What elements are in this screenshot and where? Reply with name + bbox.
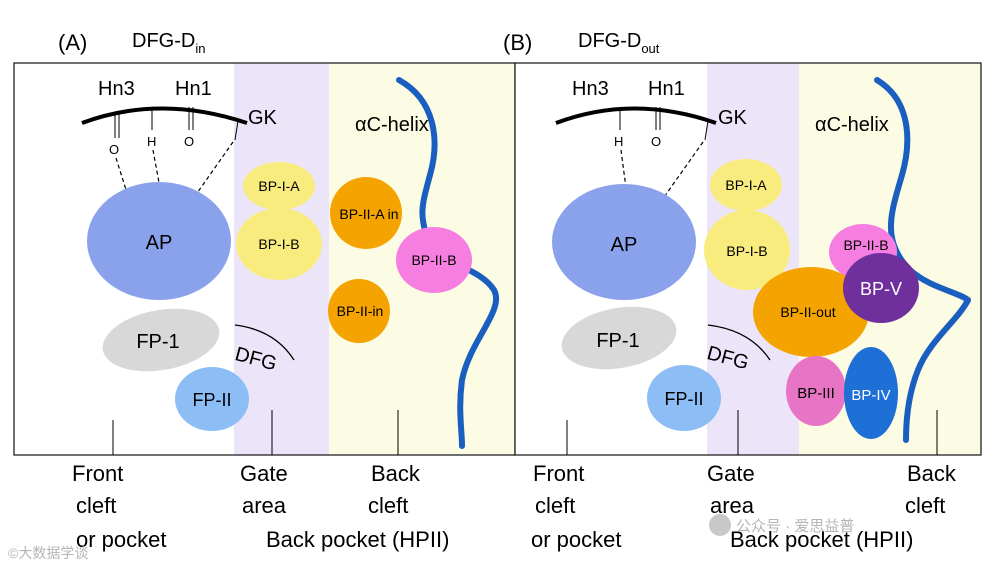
panel-b-hbond-1 — [620, 149, 627, 189]
panel-a-region-back-1: Back — [371, 461, 421, 486]
panel-b-pocket-bp-ii-out — [753, 267, 869, 357]
panel-a-label-bp-ii-in: BP-II-in — [337, 303, 384, 319]
panel-a-pocket-fp-1 — [102, 308, 220, 372]
panel-b-alpha-c-helix-upper — [874, 77, 971, 303]
panel-b-label-hn3: Hn3 — [572, 78, 609, 100]
panel-b-label-hn1: Hn1 — [648, 78, 685, 100]
panel-a-region-back-pocket: Back pocket (HPII) — [266, 527, 449, 552]
panel-b-dfg-loop — [707, 324, 771, 361]
panel-b-alpha-c-helix-lower — [903, 297, 971, 443]
panel-b-atom-o-right: O — [651, 134, 661, 149]
panel-b-hinge-backbone — [555, 106, 717, 125]
panel-a-region-gate-1: Gate — [240, 461, 288, 486]
panel-a-label-ap: AP — [146, 232, 173, 254]
panel-b-hbond-2 — [661, 141, 704, 201]
panel-b-pocket-fp-1 — [561, 306, 677, 370]
panel-a-region-back-2: cleft — [368, 493, 408, 518]
panel-b-label-bp-i-b: BP-I-B — [726, 243, 767, 259]
panel-a-pocket-bp-i-b — [236, 208, 322, 280]
panel-b-region-front-2: cleft — [535, 493, 575, 518]
panel-b-region-gate-2: area — [710, 493, 755, 518]
panel-a-pocket-ap — [87, 182, 231, 300]
panel-b-region-back-1: Back — [907, 461, 957, 486]
panel-a-label-bp-i-b: BP-I-B — [258, 236, 299, 252]
panel-b-pocket-bp-i-a — [710, 159, 782, 211]
panel-b-pocket-bp-iv — [844, 347, 898, 439]
svg-text:公众号 · 爱思益普: 公众号 · 爱思益普 — [736, 518, 854, 535]
panel-a-region-gate-2: area — [242, 493, 287, 518]
panel-b-region-front-3: or pocket — [531, 527, 622, 552]
panel-b-letter: (B) — [503, 30, 532, 55]
panel-a-letter: (A) — [58, 30, 87, 55]
panel-a-region-front-1: Front — [72, 461, 123, 486]
panel-b-pocket-bp-i-b — [704, 210, 790, 290]
panel-a-label-bp-ii-a-in: BP-II-A in — [339, 206, 398, 222]
panel-b-region-gate-1: Gate — [707, 461, 755, 486]
panel-a-atom-o-left: O — [109, 142, 119, 157]
footer-watermark-right: 公众号 · 爱思益普 — [709, 514, 854, 536]
panel-a-pocket-bp-ii-in — [328, 279, 390, 343]
panel-b: (B) DFG-Dout H O Hn3 Hn1 GK AP BP-I-A BP… — [503, 30, 982, 552]
panel-a-pocket-bp-ii-a-in — [330, 177, 402, 249]
panel-b-pocket-bp-iii — [786, 356, 846, 426]
panel-b-region-front-1: Front — [533, 461, 584, 486]
panel-a-label-gk: GK — [248, 107, 278, 129]
panel-a-atom-o-right: O — [184, 134, 194, 149]
panel-a-hinge-backbone — [81, 106, 248, 125]
panel-b-label-gk: GK — [718, 107, 748, 129]
panel-b-atom-h: H — [614, 134, 623, 149]
panel-a-region-front-2: cleft — [76, 493, 116, 518]
panel-b-label-bp-ii-b: BP-II-B — [843, 237, 888, 253]
panel-b-label-ap: AP — [611, 234, 638, 256]
panel-a-atom-h: H — [147, 134, 156, 149]
panel-b-label-bp-v: BP-V — [860, 279, 902, 299]
panel-a-pocket-fp-ii — [175, 367, 249, 431]
panel-b-label-bp-iii: BP-III — [797, 385, 835, 402]
panel-a-pocket-bp-i-a — [243, 162, 315, 210]
panel-a-title: DFG-Din — [132, 30, 205, 56]
panel-a-region-front-3: or pocket — [76, 527, 167, 552]
panel-a-label-hn1: Hn1 — [175, 78, 212, 100]
panel-b-label-bp-ii-out: BP-II-out — [780, 304, 835, 320]
panel-a-pocket-bp-ii-b — [396, 227, 472, 293]
panel-b-label-bp-iv: BP-IV — [851, 387, 890, 404]
panel-b-label-fp-1: FP-1 — [596, 330, 639, 352]
panel-b-label-helix: αC-helix — [815, 114, 889, 136]
panel-a: (A) DFG-Din O H O Hn3 Hn1 GK AP BP-I-A B… — [13, 30, 516, 552]
panel-b-title: DFG-Dout — [578, 30, 660, 56]
panel-b-region-back-2: cleft — [905, 493, 945, 518]
panel-a-label-helix: αC-helix — [355, 114, 429, 136]
panel-a-label-fp-ii: FP-II — [193, 390, 232, 410]
panel-b-pocket-fp-ii — [647, 365, 721, 431]
panel-b-label-bp-i-a: BP-I-A — [725, 177, 767, 193]
panel-a-dfg-loop — [234, 324, 295, 361]
footer-watermark-left: ©大数据学谈 — [8, 545, 88, 561]
panel-a-label-hn3: Hn3 — [98, 78, 135, 100]
panel-a-label-fp-1: FP-1 — [136, 331, 179, 353]
panel-b-pocket-ap — [552, 184, 696, 300]
panel-a-label-bp-i-a: BP-I-A — [258, 178, 300, 194]
panel-a-label-bp-ii-b: BP-II-B — [411, 252, 456, 268]
panel-b-frame — [514, 62, 982, 456]
panel-b-label-fp-ii: FP-II — [665, 389, 704, 409]
panel-b-pocket-bp-v — [843, 253, 919, 323]
panel-b-region-back-pocket: Back pocket (HPII) — [730, 527, 913, 552]
wechat-icon — [709, 514, 731, 536]
